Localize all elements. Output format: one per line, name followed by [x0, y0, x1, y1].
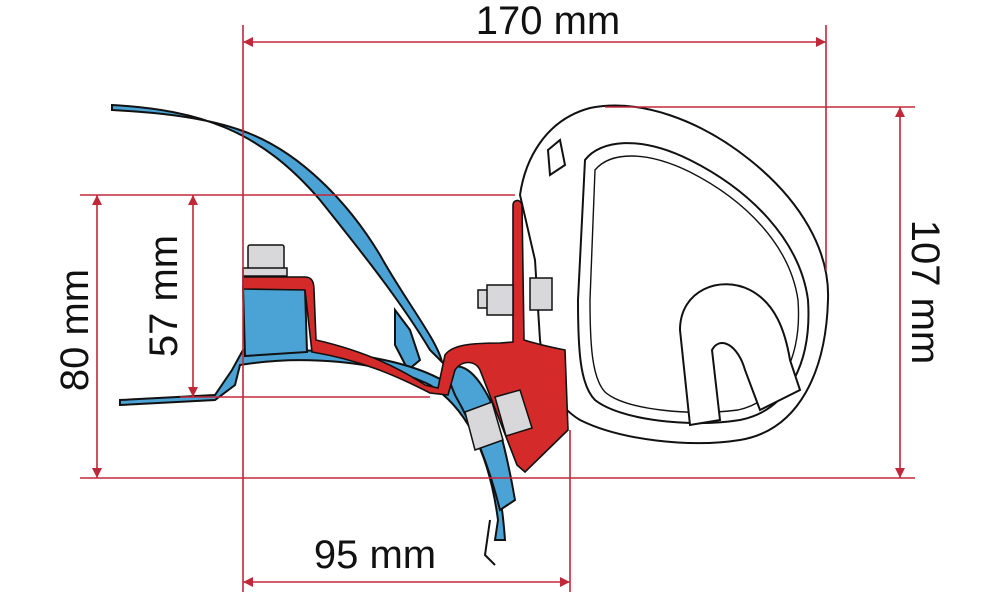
awning-housing — [518, 104, 830, 445]
label-107mm: 107 mm — [903, 220, 947, 365]
label-95mm: 95 mm — [314, 533, 436, 577]
adapter-bracket — [242, 199, 569, 474]
label-170mm: 170 mm — [476, 0, 621, 43]
label-80mm: 80 mm — [53, 269, 97, 391]
bolt-left — [242, 244, 288, 277]
bolt-lower — [464, 389, 533, 451]
dimension-lines — [80, 25, 915, 592]
bolt-middle — [477, 277, 553, 316]
label-57mm: 57 mm — [142, 235, 186, 357]
